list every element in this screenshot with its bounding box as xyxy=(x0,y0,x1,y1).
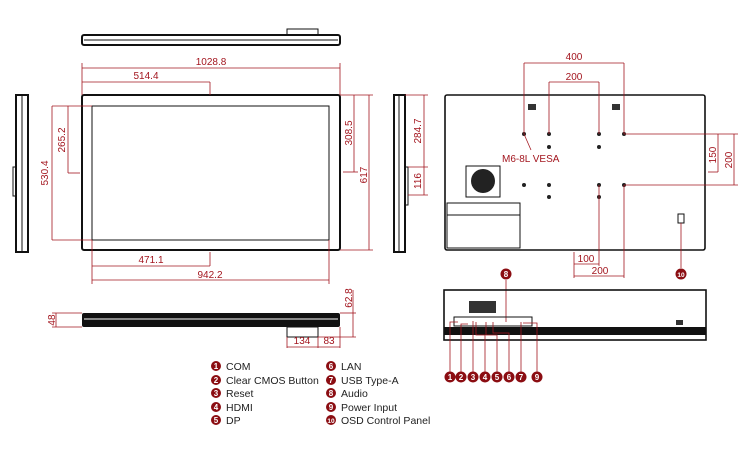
legend: 1 COM 2 Clear CMOS Button 3 Reset 4 HDMI 5 DP… xyxy=(211,361,430,427)
dim-bottom-134: 134 xyxy=(294,336,311,347)
left-side-view xyxy=(12,94,29,253)
callout-5: 5 xyxy=(495,373,500,382)
callout-1: 1 xyxy=(448,373,453,382)
legend-item: 5 DP xyxy=(211,415,241,427)
legend-item: 7 USB Type-A xyxy=(326,375,399,387)
callout-2: 2 xyxy=(459,373,464,382)
legend-item: 4 HDMI xyxy=(211,402,253,414)
legend-label: OSD Control Panel xyxy=(341,415,430,427)
legend-label: USB Type-A xyxy=(341,375,399,387)
legend-item: 10 OSD Control Panel xyxy=(326,415,430,427)
legend-label: DP xyxy=(226,415,241,427)
legend-num: 10 xyxy=(327,418,335,425)
right-side-view: 284.7 116 xyxy=(393,94,428,253)
dim-bottom-83: 83 xyxy=(323,336,335,347)
legend-num: 6 xyxy=(329,362,334,371)
dim-vesa-bottom-100: 100 xyxy=(578,254,595,265)
legend-label: Audio xyxy=(341,388,368,400)
callout-3: 3 xyxy=(471,373,476,382)
legend-label: COM xyxy=(226,361,251,373)
dim-vesa-outer-h: 200 xyxy=(724,151,735,168)
vesa-holes xyxy=(522,132,626,199)
vesa-label: M6-8L VESA xyxy=(502,154,560,165)
callout-6: 6 xyxy=(507,373,512,382)
legend-label: Clear CMOS Button xyxy=(226,375,319,387)
dim-depth-bezel: 48 xyxy=(47,314,58,326)
top-view xyxy=(81,28,341,46)
dim-width-half: 514.4 xyxy=(133,71,158,82)
dim-height-overall: 617 xyxy=(359,166,370,183)
callout-8: 8 xyxy=(504,270,509,279)
legend-num: 9 xyxy=(329,403,334,412)
front-view: 1028.8 514.4 530.4 265.2 308.5 617 471.1… xyxy=(40,57,373,284)
legend-item: 9 Power Input xyxy=(326,402,397,414)
legend-label: Power Input xyxy=(341,402,397,414)
dim-vesa-outer-w: 400 xyxy=(566,52,583,63)
legend-num: 5 xyxy=(214,416,219,425)
dim-vesa-inner-w: 200 xyxy=(566,72,583,83)
legend-item: 1 COM xyxy=(211,361,251,373)
fan-icon xyxy=(465,165,501,198)
legend-num: 1 xyxy=(214,362,219,371)
dim-height-active-half: 265.2 xyxy=(57,127,68,152)
legend-label: HDMI xyxy=(226,402,253,414)
legend-item: 8 Audio xyxy=(326,388,368,400)
io-view: 1 2 3 4 5 6 7 9 xyxy=(443,289,707,383)
dim-height-active: 530.4 xyxy=(40,160,51,185)
dim-vesa-bottom-200: 200 xyxy=(592,266,609,277)
callout-4: 4 xyxy=(483,373,488,382)
legend-num: 2 xyxy=(214,376,219,385)
legend-item: 2 Clear CMOS Button xyxy=(211,375,319,387)
legend-item: 3 Reset xyxy=(211,388,254,400)
dim-depth-total: 62.8 xyxy=(344,288,355,308)
dim-side-upper: 284.7 xyxy=(413,118,424,143)
osd-panel-icon xyxy=(677,213,685,224)
io-callouts: 1 2 3 4 5 6 7 9 xyxy=(444,371,543,383)
legend-num: 4 xyxy=(214,403,219,412)
callout-7: 7 xyxy=(519,373,524,382)
legend-num: 7 xyxy=(329,376,334,385)
legend-num: 3 xyxy=(214,389,219,398)
dim-height-right-half: 308.5 xyxy=(344,120,355,145)
callout-9: 9 xyxy=(535,373,540,382)
legend-item: 6 LAN xyxy=(326,361,361,373)
dim-width-active-half: 471.1 xyxy=(138,255,163,266)
dim-width-active: 942.2 xyxy=(197,270,222,281)
dim-side-lower: 116 xyxy=(413,173,424,189)
bottom-view: 48 62.8 134 83 xyxy=(47,288,356,348)
callout-10: 10 xyxy=(677,272,685,279)
legend-label: LAN xyxy=(341,361,361,373)
dim-width-overall: 1028.8 xyxy=(196,57,227,68)
legend-num: 8 xyxy=(329,389,334,398)
back-view: M6-8L VESA 400 200 150 200 100 200 10 8 xyxy=(444,52,738,322)
legend-label: Reset xyxy=(226,388,254,400)
dim-vesa-inner-h: 150 xyxy=(708,146,719,163)
